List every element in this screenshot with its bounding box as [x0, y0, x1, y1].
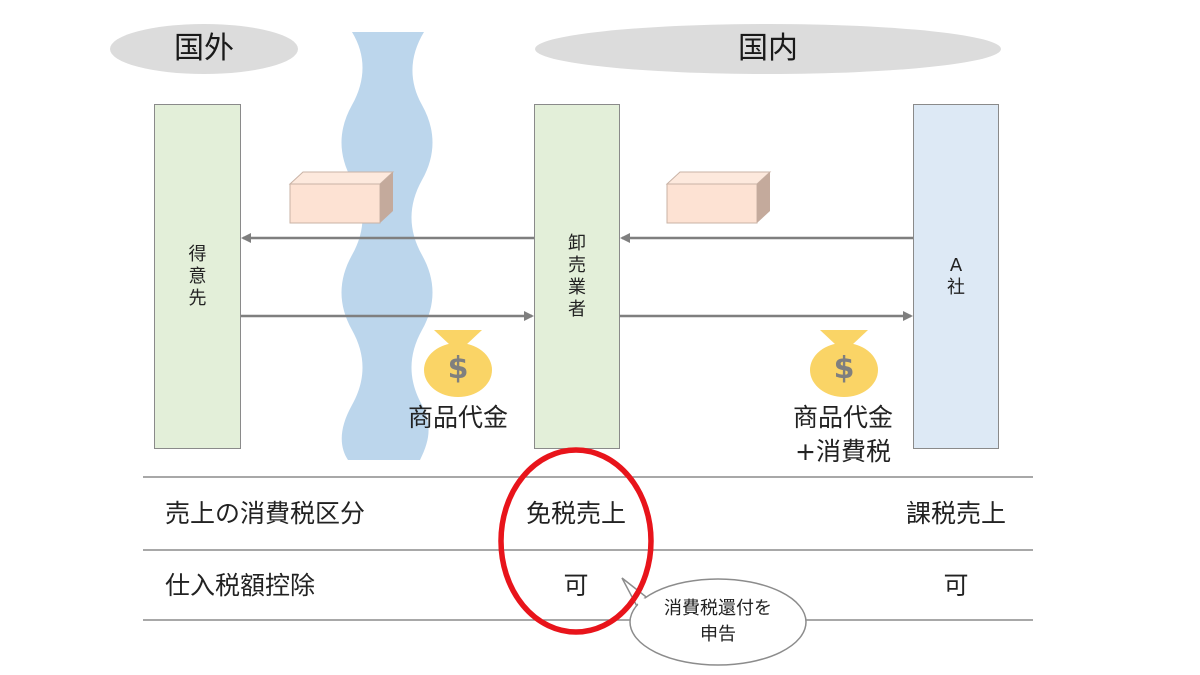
callout-text-line2: 申告 — [700, 624, 736, 645]
company-a-box: A社 — [913, 104, 999, 449]
highlight-ring — [498, 447, 654, 635]
payment-caption-right-line2: +消費税 — [795, 437, 891, 466]
dollar-icon-left: $ — [447, 351, 469, 386]
wholesaler-box: 卸売業者 — [534, 104, 620, 449]
wholesaler-label: 卸売業者 — [568, 232, 586, 320]
money-bag-icon-left — [424, 330, 492, 397]
table-row-2-wholesaler: 可 — [563, 571, 589, 600]
table-row-1-wholesaler: 免税売上 — [525, 499, 626, 528]
customer-label: 得意先 — [188, 243, 207, 309]
payment-caption-left: 商品代金 — [407, 403, 508, 432]
region-domestic-label: 国内 — [535, 24, 1001, 74]
money-bag-icon-right — [810, 330, 878, 397]
region-foreign-label: 国外 — [110, 24, 298, 74]
table-row-2-company-a: 可 — [943, 571, 969, 600]
dollar-icon-right: $ — [833, 351, 855, 386]
table-row-1-label: 売上の消費税区分 — [165, 499, 366, 528]
payment-caption-right-line1: 商品代金 — [792, 403, 893, 432]
customer-box: 得意先 — [154, 104, 241, 449]
package-icon-left — [288, 171, 395, 224]
callout-bubble — [621, 577, 807, 666]
callout-text-line1: 消費税還付を — [664, 598, 772, 619]
package-icon-right — [665, 171, 772, 224]
table-row-2-label: 仕入税額控除 — [165, 571, 316, 600]
table-row-1-company-a: 課税売上 — [905, 499, 1006, 528]
company-a-label: A社 — [947, 254, 965, 298]
